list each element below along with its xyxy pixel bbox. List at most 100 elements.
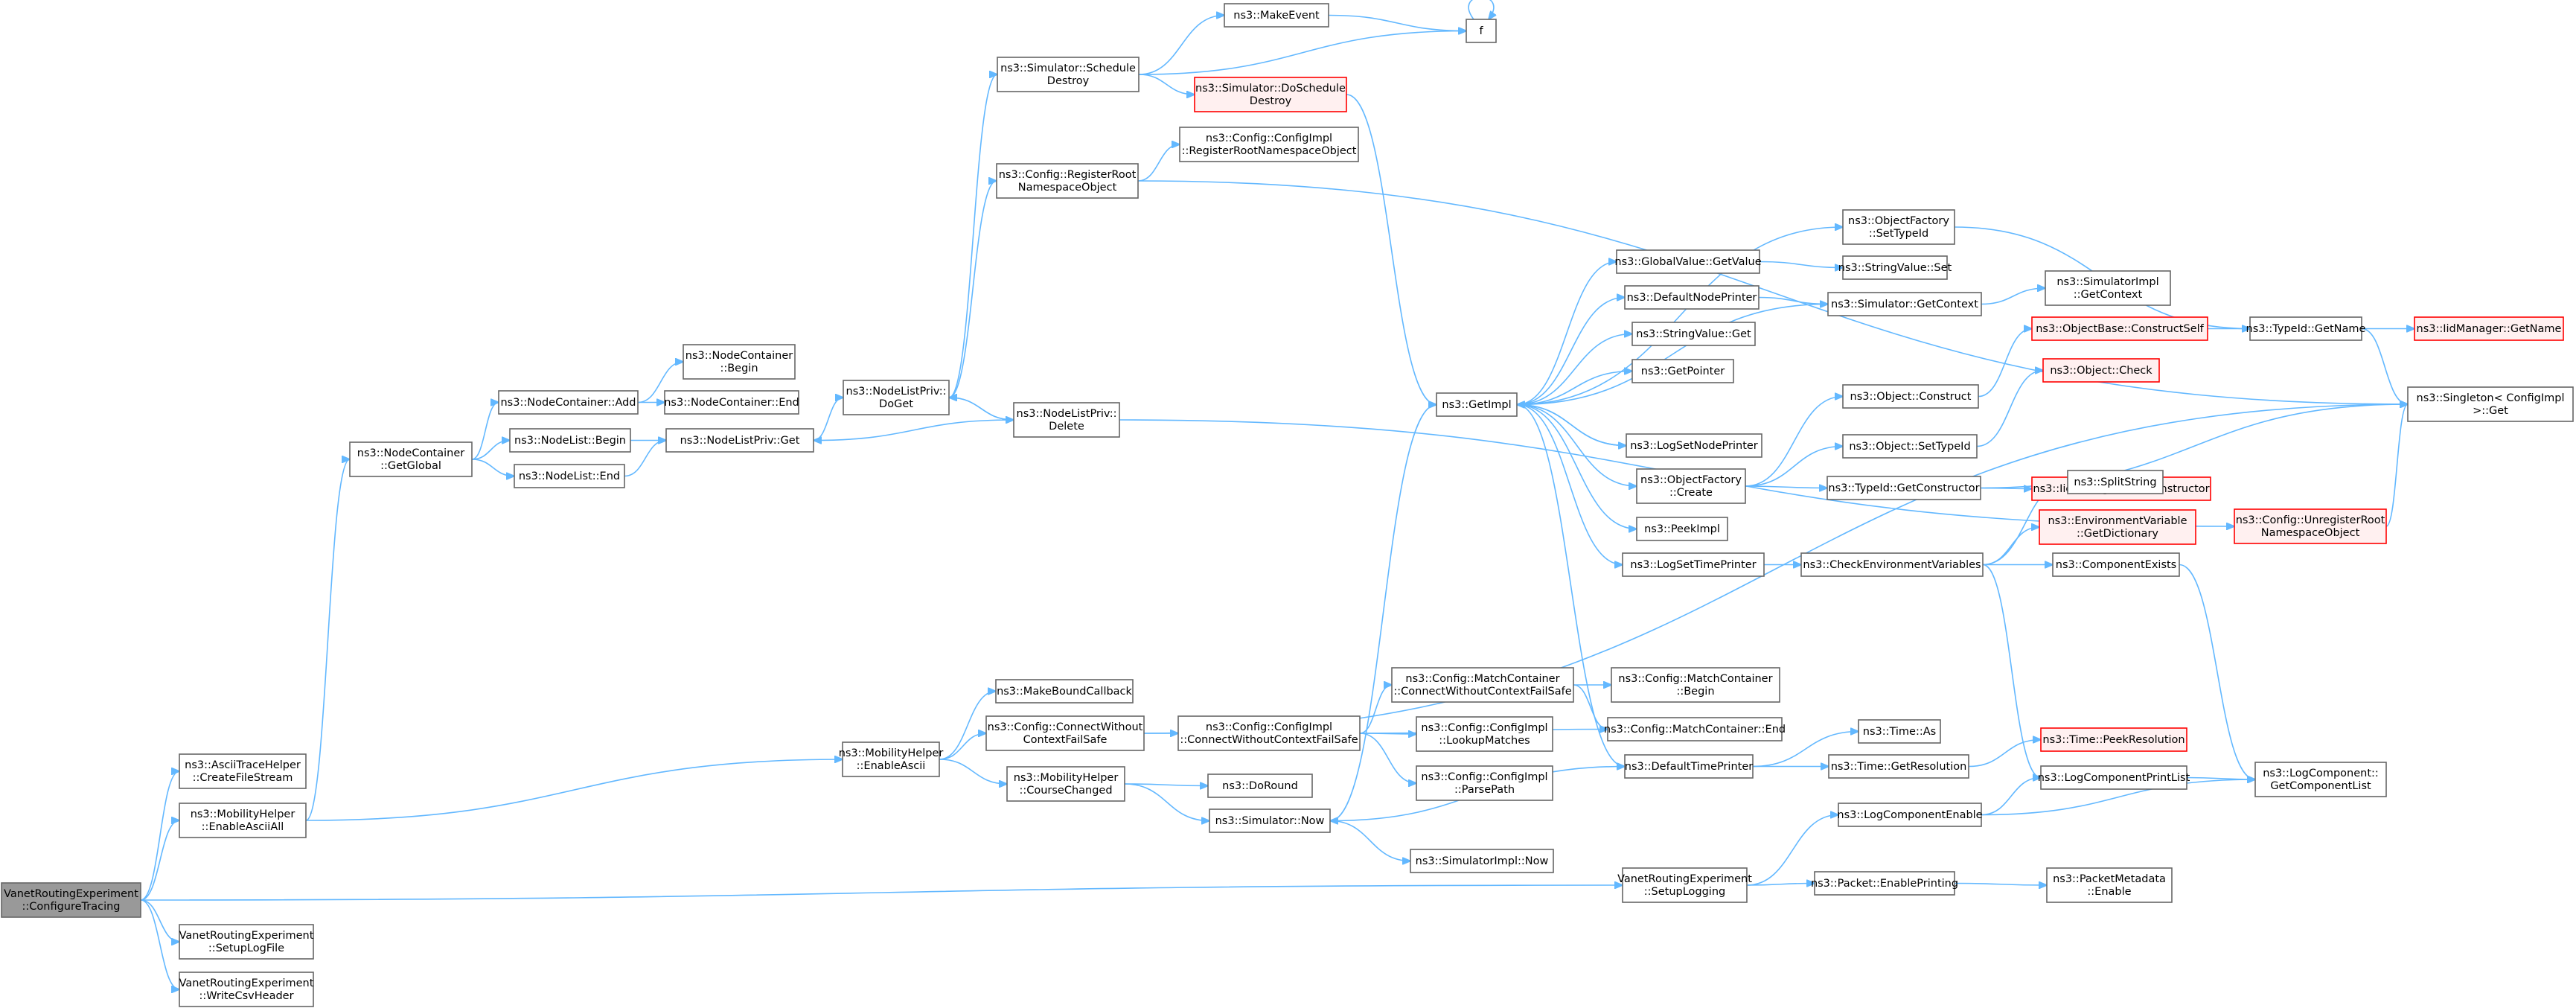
edge-sim-do-sched-destroy-to-get-impl (1346, 94, 1436, 405)
node-box (179, 753, 307, 789)
graph-node-log-set-time-printer[interactable]: ns3::LogSetTimePrinter (1622, 552, 1765, 577)
graph-node-log-comp-printlist[interactable]: ns3::LogComponentPrintList (2038, 765, 2190, 790)
graph-node-typeid-getconstructor[interactable]: ns3::TypeId::GetConstructor (1826, 476, 1981, 500)
node-label: ::ParsePath (1454, 784, 1515, 796)
node-box (2046, 867, 2173, 903)
graph-node-mob-enable-all[interactable]: ns3::MobilityHelper::EnableAsciiAll (179, 803, 307, 838)
graph-node-get-pointer[interactable]: ns3::GetPointer (1631, 359, 1734, 383)
graph-node-time-as[interactable]: ns3::Time::As (1858, 719, 1941, 744)
graph-node-split-string[interactable]: ns3::SplitString (2067, 470, 2164, 494)
node-label: ns3::SimulatorImpl::Now (1416, 855, 1549, 867)
graph-node-peek-impl[interactable]: ns3::PeekImpl (1636, 517, 1728, 541)
graph-node-make-bound-cb[interactable]: ns3::MakeBoundCallback (995, 679, 1134, 704)
edge-mob-enable-ascii-to-mob-course-changed (939, 759, 1007, 784)
graph-node-nc-begin[interactable]: ns3::NodeContainer::Begin (683, 344, 796, 380)
graph-node-mc-begin[interactable]: ns3::Config::MatchContainer::Begin (1611, 667, 1780, 703)
graph-node-cfg-connect-wo[interactable]: ns3::Config::ConnectWithoutContextFailSa… (985, 715, 1145, 751)
graph-node-cfgimpl-connect-wo[interactable]: ns3::Config::ConfigImpl::ConnectWithoutC… (1177, 715, 1361, 751)
graph-node-gv-getvalue[interactable]: ns3::GlobalValue::GetValue (1614, 249, 1762, 274)
graph-node-nl-end[interactable]: ns3::NodeList::End (514, 464, 625, 488)
graph-node-objbase-construct[interactable]: ns3::ObjectBase::ConstructSelf (2031, 316, 2208, 341)
graph-node-sv-get[interactable]: ns3::StringValue::Get (1631, 322, 1756, 346)
graph-node-nlp-get[interactable]: ns3::NodeListPriv::Get (665, 428, 814, 453)
node-label: ns3::Object::Construct (1850, 391, 1972, 403)
graph-node-sim-getcontext[interactable]: ns3::Simulator::GetContext (1827, 292, 1982, 316)
graph-node-sv-set[interactable]: ns3::StringValue::Set (1838, 255, 1952, 280)
node-label: ns3::StringValue::Get (1636, 328, 1751, 340)
graph-node-nlp-doget[interactable]: ns3::NodeListPriv::DoGet (843, 380, 950, 415)
node-label: ns3::GetImpl (1442, 399, 1511, 411)
graph-node-ascii-trace[interactable]: ns3::AsciiTraceHelper::CreateFileStream (179, 753, 307, 789)
graph-node-root[interactable]: VanetRoutingExperiment::ConfigureTracing (1, 882, 141, 918)
graph-node-mob-enable-ascii[interactable]: ns3::MobilityHelper::EnableAscii (839, 741, 944, 777)
graph-node-cfg-register-root[interactable]: ns3::Config::RegisterRootNamespaceObject (996, 163, 1139, 199)
edge-get-impl-to-of-create (1516, 403, 1637, 487)
graph-node-singleton-get[interactable]: ns3::Singleton< ConfigImpl >::Get (2407, 386, 2574, 422)
graph-node-iidmgr-getname[interactable]: ns3::IidManager::GetName (2414, 316, 2564, 341)
graph-node-sim-now[interactable]: ns3::Simulator::Now (1209, 808, 1331, 833)
node-box (1, 882, 141, 918)
graph-node-cfgimpl-lookup[interactable]: ns3::Config::ConfigImpl::LookupMatches (1416, 716, 1553, 752)
graph-node-pkt-metadata-enable[interactable]: ns3::PacketMetadata::Enable (2046, 867, 2173, 903)
graph-node-get-impl[interactable]: ns3::GetImpl (1436, 392, 1518, 417)
graph-node-log-comp-enable[interactable]: ns3::LogComponentEnable (1837, 803, 1983, 827)
graph-node-mc-end[interactable]: ns3::Config::MatchContainer::End (1604, 717, 1786, 741)
graph-node-typeid-getname[interactable]: ns3::TypeId::GetName (2246, 316, 2366, 341)
graph-node-setup-logfile[interactable]: VanetRoutingExperiment::SetupLogFile (179, 924, 314, 960)
graph-node-time-getres[interactable]: ns3::Time::GetResolution (1828, 754, 1969, 779)
graph-node-obj-settypeid[interactable]: ns3::Object::SetTypeId (1842, 434, 1978, 459)
edge-root-to-write-csv (140, 899, 179, 989)
node-label: ::GetDictionary (2077, 528, 2158, 540)
graph-node-do-round[interactable]: ns3::DoRound (1207, 773, 1313, 798)
node-label: ns3::GetPointer (1641, 366, 1725, 377)
graph-node-default-time-printer[interactable]: ns3::DefaultTimePrinter (1624, 754, 1754, 779)
edge-mob-enable-all-to-nc-getglobal (305, 459, 350, 821)
graph-node-nc-add[interactable]: ns3::NodeContainer::Add (498, 390, 639, 415)
graph-node-of-settypeid[interactable]: ns3::ObjectFactory::SetTypeId (1842, 209, 1955, 245)
graph-node-nc-end[interactable]: ns3::NodeContainer::End (664, 390, 799, 415)
graph-node-check-env[interactable]: ns3::CheckEnvironmentVariables (1800, 552, 1984, 577)
node-label: ns3::ComponentExists (2056, 559, 2177, 571)
node-label: ns3::PeekImpl (1644, 523, 1720, 535)
graph-node-of-create[interactable]: ns3::ObjectFactory::Create (1636, 468, 1746, 504)
graph-node-pkt-enable-printing[interactable]: ns3::Packet::EnablePrinting (1811, 871, 1958, 896)
graph-node-nc-getglobal[interactable]: ns3::NodeContainer::GetGlobal (349, 441, 473, 477)
node-box (2045, 270, 2171, 306)
graph-node-setup-logging[interactable]: VanetRoutingExperiment::SetupLogging (1617, 867, 1752, 903)
graph-node-time-peekres[interactable]: ns3::Time::PeekResolution (2040, 727, 2187, 752)
graph-node-comp-exists[interactable]: ns3::ComponentExists (2052, 552, 2180, 577)
node-label: ns3::Config::UnregisterRoot (2236, 514, 2385, 526)
graph-node-log-comp-getlist[interactable]: ns3::LogComponent::GetComponentList (2254, 762, 2387, 797)
graph-node-mob-course-changed[interactable]: ns3::MobilityHelper::CourseChanged (1006, 766, 1125, 802)
graph-node-nlp-delete[interactable]: ns3::NodeListPriv::Delete (1013, 402, 1120, 438)
node-box (1827, 292, 1982, 316)
graph-node-env-getdict[interactable]: ns3::EnvironmentVariable::GetDictionary (2039, 509, 2196, 545)
graph-node-f[interactable]: f (1466, 19, 1497, 43)
edge-pkt-enable-printing-to-pkt-metadata-enable (1954, 884, 2047, 886)
graph-node-write-csv[interactable]: VanetRoutingExperiment::WriteCsvHeader (179, 972, 314, 1007)
node-box (1466, 19, 1497, 43)
graph-node-simimpl-now[interactable]: ns3::SimulatorImpl::Now (1410, 849, 1554, 873)
node-label: VanetRoutingExperiment (1617, 873, 1752, 885)
graph-node-cfgimpl-parse[interactable]: ns3::Config::ConfigImpl::ParsePath (1416, 765, 1553, 801)
edge-get-impl-to-default-time-printer (1516, 403, 1625, 767)
graph-node-obj-check[interactable]: ns3::Object::Check (2042, 358, 2160, 383)
graph-node-cfgimpl-register[interactable]: ns3::Config::ConfigImpl::RegisterRootNam… (1179, 127, 1359, 162)
node-box (1622, 552, 1765, 577)
graph-node-simimpl-getcontext[interactable]: ns3::SimulatorImpl::GetContext (2045, 270, 2171, 306)
edge-get-impl-to-of-settypeid (1516, 227, 1843, 406)
graph-node-obj-construct[interactable]: ns3::Object::Construct (1842, 384, 1979, 409)
graph-node-nl-begin[interactable]: ns3::NodeList::Begin (509, 428, 631, 453)
edge-log-comp-enable-to-log-comp-getlist (1981, 779, 2255, 816)
graph-node-cfg-unregister-root[interactable]: ns3::Config::UnregisterRootNamespaceObje… (2234, 508, 2387, 544)
graph-node-make-event[interactable]: ns3::MakeEvent (1224, 3, 1329, 28)
edge-sim-sched-destroy-to-sim-do-sched-destroy (1138, 74, 1195, 95)
graph-node-log-set-node-printer[interactable]: ns3::LogSetNodePrinter (1626, 433, 1762, 458)
node-label: ::CreateFileStream (193, 772, 293, 784)
graph-node-default-node-printer[interactable]: ns3::DefaultNodePrinter (1624, 285, 1760, 310)
node-box (1828, 754, 1969, 779)
graph-node-mc-connect-wo[interactable]: ns3::Config::MatchContainer::ConnectWith… (1391, 667, 1574, 703)
node-label: ::ConnectWithoutContextFailSafe (1180, 734, 1358, 746)
